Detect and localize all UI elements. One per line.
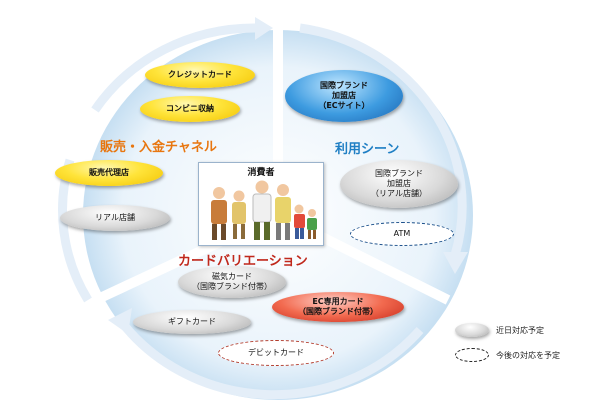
child-1-icon: [294, 204, 305, 239]
person-1-icon: [211, 187, 227, 240]
atm-label: ATM: [393, 229, 411, 238]
person-4-icon: [275, 184, 291, 240]
ec-site-line1: 国際ブランド: [320, 81, 368, 90]
sales-channel-text: 販売・入金チャネル: [100, 140, 217, 155]
convenience-store-item: コンビニ収納: [140, 96, 240, 122]
legend-near-term-label: 近日対応予定: [496, 326, 544, 335]
arrow-arc-right: [299, 23, 467, 257]
ec-only-card-item: EC専用カード （国際ブランド付帯）: [272, 292, 404, 322]
legend-near-term-swatch: [455, 323, 489, 337]
arrow-head-right: [443, 252, 468, 274]
gift-card-label: ギフトカード: [168, 317, 216, 326]
real-store-usage-line1: 国際ブランド: [374, 169, 423, 178]
real-store-sales-label: リアル店舗: [95, 213, 135, 222]
ec-only-card-line2: （国際ブランド付帯）: [298, 307, 378, 316]
ec-site-line3: （ECサイト）: [318, 101, 370, 110]
arrow-arc-bottom: [116, 317, 424, 400]
child-2-icon: [307, 209, 317, 239]
usage-scene-heading: 利用シーン: [335, 138, 399, 157]
consumer-label: 消費者: [247, 168, 275, 178]
debit-card-item: デビットカード: [218, 340, 334, 366]
arrow-head-bottom: [108, 308, 132, 334]
ec-only-card-line1: EC専用カード: [312, 297, 364, 306]
ec-site-item: 国際ブランド 加盟店 （ECサイト）: [285, 70, 403, 122]
person-2-icon: [232, 190, 246, 239]
sales-agent-label: 販売代理店: [89, 168, 129, 177]
gift-card-item: ギフトカード: [133, 310, 251, 334]
magnetic-card-item: 磁気カード （国際ブランド付帯）: [178, 266, 286, 298]
ec-site-line2: 加盟店: [332, 91, 356, 100]
debit-card-label: デビットカード: [248, 348, 304, 357]
real-store-usage-line3: （リアル店舗）: [371, 189, 427, 198]
real-store-sales-item: リアル店舗: [60, 205, 170, 231]
arrow-arc-top-left: [91, 23, 256, 113]
real-store-usage-line2: 加盟店: [386, 179, 411, 188]
credit-card-item: クレジットカード: [145, 62, 255, 88]
consumer-box: 消費者: [198, 162, 324, 246]
arrow-head-top-left: [255, 17, 273, 40]
credit-card-label: クレジットカード: [168, 70, 232, 79]
legend-future-label: 今後の対応を予定: [496, 351, 560, 360]
magnetic-card-line2: （国際ブランド付帯）: [192, 282, 272, 291]
atm-item: ATM: [350, 222, 454, 246]
card-variation-text: カードバリエーション: [178, 254, 308, 269]
sales-agent-item: 販売代理店: [55, 160, 163, 186]
convenience-store-label: コンビニ収納: [166, 104, 214, 113]
card-variation-heading: カードバリエーション: [178, 250, 308, 269]
legend-future-swatch: [455, 348, 489, 362]
family-illustration-icon: [211, 180, 317, 240]
real-store-usage-item: 国際ブランド 加盟店 （リアル店舗）: [340, 160, 458, 208]
sales-channel-heading: 販売・入金チャネル: [100, 136, 217, 155]
usage-scene-text: 利用シーン: [335, 142, 400, 157]
magnetic-card-line1: 磁気カード: [212, 272, 252, 281]
person-3-icon: [252, 180, 272, 240]
